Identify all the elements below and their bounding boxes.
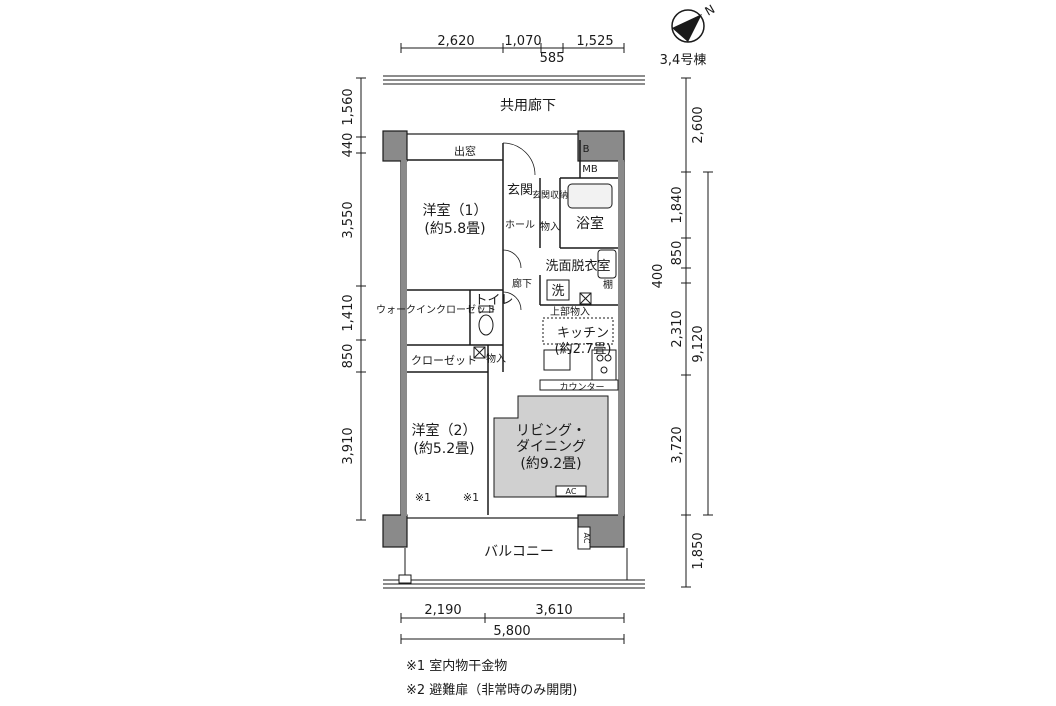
dim-left-3: 3,550 [341, 201, 356, 238]
ac-balcony-label: AC [582, 533, 591, 544]
hall-label: ホール [505, 219, 535, 231]
dim-right-3: 850 [670, 241, 685, 266]
note-drying-hardware: ※1 室内物干金物 [406, 659, 508, 674]
western1-name: 洋室（1） [423, 202, 488, 219]
dim-right-6: 3,720 [670, 426, 685, 463]
dim-left-6: 3,910 [341, 427, 356, 464]
washer-box [546, 279, 570, 301]
storage-label-toilet: 物入 [486, 352, 506, 365]
entrance-label: 玄関 [507, 183, 533, 198]
partitions [407, 140, 618, 515]
dim-right-1: 2,600 [691, 106, 706, 143]
kitchen-size: (約2.7畳) [555, 342, 612, 357]
upper-storage-label: 上部物入 [550, 305, 590, 318]
ac-unit-ldk [555, 485, 587, 497]
western2-size: (約5.2畳) [413, 441, 474, 457]
toilet-tank [478, 305, 494, 313]
ac-unit-balcony [577, 526, 591, 550]
building-label: 3,4号棟 [660, 53, 707, 68]
storage-label-hall: 物入 [540, 220, 560, 233]
bay-window-label: 出窓 [454, 144, 476, 158]
ldk-area [493, 395, 609, 498]
toilet-label: トイレ [474, 293, 513, 308]
dim-right-2: 1,840 [670, 186, 685, 223]
ldk-size: (約9.2畳) [520, 456, 581, 472]
balcony-railing [383, 548, 645, 589]
dim-top-sub: 585 [540, 51, 565, 66]
compass-n-label: N [703, 2, 718, 19]
western1-size: (約5.8畳) [424, 221, 485, 237]
note-emergency-door: ※2 避難扉（非常時のみ開閉) [406, 683, 578, 698]
western2-name: 洋室（2） [412, 422, 477, 439]
dim-left-1: 1,560 [341, 88, 356, 125]
dim-right-total: 9,120 [691, 325, 706, 362]
washroom-label: 洗面脱衣室 [545, 258, 610, 274]
dim-bottom-2: 3,610 [535, 603, 572, 618]
toilet-fixture [478, 314, 494, 336]
balcony-label: バルコニー [484, 544, 554, 560]
dim-top-1: 2,620 [437, 34, 474, 49]
ldk-line2: ダイニング [516, 439, 586, 455]
washer-label: 洗 [551, 284, 564, 299]
closet-label: クローゼット [411, 354, 477, 367]
dim-bottom-1: 2,190 [424, 603, 461, 618]
b-label: B [583, 144, 590, 155]
dim-left-2: 440 [341, 133, 356, 158]
dim-top-2: 1,070 [504, 34, 541, 49]
bath-label: 浴室 [576, 215, 604, 232]
dim-bottom-total: 5,800 [493, 624, 530, 639]
walk-in-closet-label: ウォークインクローゼット [376, 304, 496, 316]
dim-right-4: 400 [651, 264, 666, 289]
corridor-railing [383, 75, 645, 85]
washstand [597, 249, 617, 279]
drying-mark-right: ※1 [463, 491, 479, 504]
corridor-label: 共用廊下 [500, 97, 556, 114]
mb-label: MB [582, 164, 598, 175]
counter-label: カウンター [559, 382, 604, 393]
ldk-line1: リビング・ [516, 423, 586, 439]
dim-left-4: 1,410 [341, 294, 356, 331]
pipe-space-boxes [473, 292, 592, 359]
entry-storage-label: 玄関収納 [532, 189, 568, 201]
hallway-label: 廊下 [512, 277, 532, 290]
compass-icon [671, 9, 705, 43]
door-swings [502, 142, 536, 311]
dim-right-5: 2,310 [670, 310, 685, 347]
shelf-label: 棚 [603, 278, 613, 291]
sink [543, 349, 571, 371]
dim-top-3: 1,525 [576, 34, 613, 49]
dim-right-7: 1,850 [691, 532, 706, 569]
kitchen-name: キッチン [557, 326, 609, 341]
ac-ldk-label: AC [566, 487, 577, 496]
dimension-lines [356, 43, 713, 644]
dim-left-5: 850 [341, 344, 356, 369]
drying-mark-left: ※1 [415, 491, 431, 504]
kitchen-counter [539, 379, 619, 391]
bathtub [567, 183, 613, 209]
